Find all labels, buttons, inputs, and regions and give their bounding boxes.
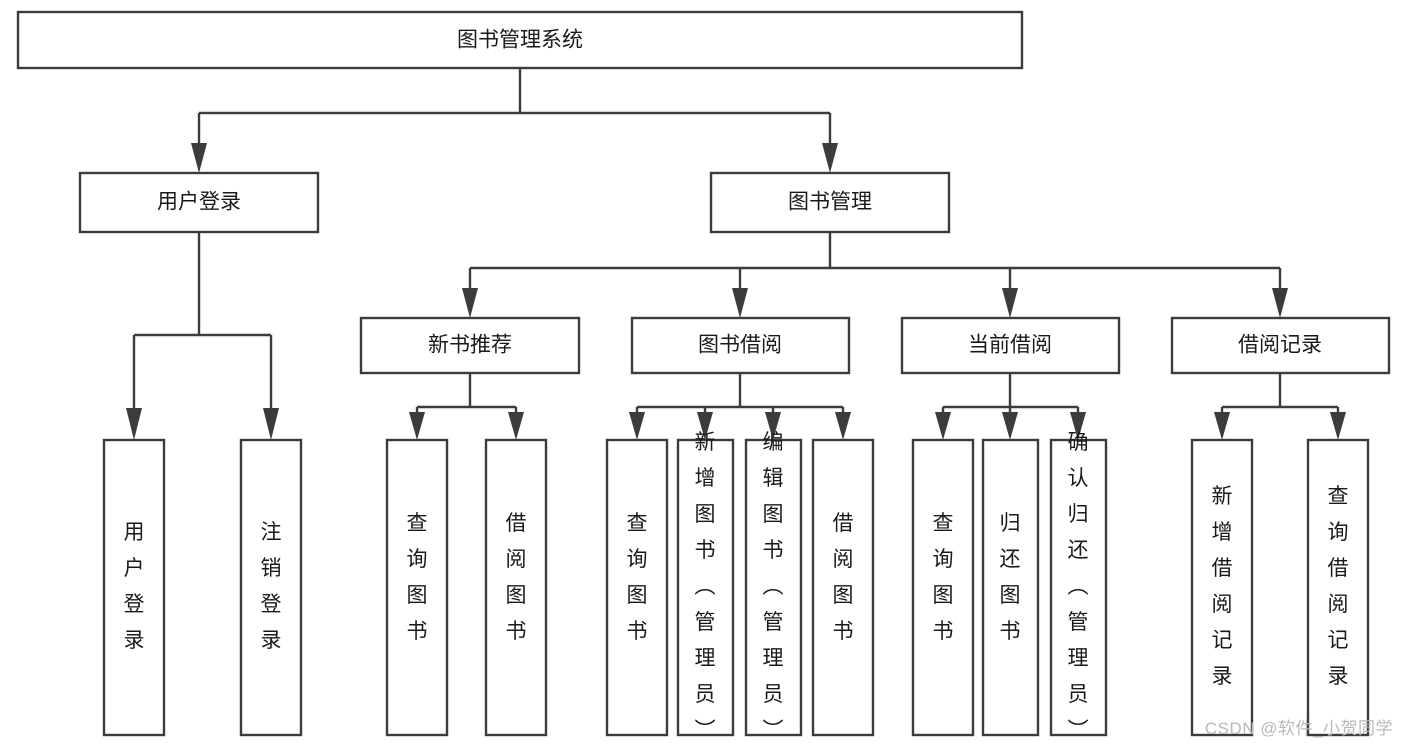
node-user-login-box[interactable] <box>78 171 320 234</box>
node-leaf-add-book[interactable]: 新增图书︵管理员︶ <box>676 431 735 742</box>
node-leaf-query-book-2-label: 查询图书 <box>627 512 648 643</box>
node-leaf-confirm-return-label: 确认归还︵管理员︶ <box>1068 431 1089 742</box>
connector-group-book-borrow <box>629 373 851 440</box>
node-leaf-return-book-label: 归还图书 <box>1000 512 1021 643</box>
node-book-management[interactable]: 图书管理 <box>709 171 951 234</box>
connector-group-user-login <box>126 232 279 440</box>
arrow-head-leaf-borrow-book-1 <box>508 412 524 440</box>
node-leaf-borrow-book-2-box[interactable] <box>811 438 875 737</box>
node-leaf-edit-book-label: 编辑图书︵管理员︶ <box>763 431 784 742</box>
arrow-head-leaf-user-login <box>126 408 142 440</box>
node-leaf-add-record-label: 新增借阅记录 <box>1212 485 1233 688</box>
arrow-head-leaf-query-book-1 <box>409 412 425 440</box>
arrow-head-leaf-edit-book <box>765 412 781 440</box>
node-leaf-confirm-return[interactable]: 确认归还︵管理员︶ <box>1049 431 1108 742</box>
node-root-box[interactable] <box>16 10 1024 70</box>
node-leaf-query-book-1-label: 查询图书 <box>407 512 428 643</box>
node-book-borrow[interactable]: 图书借阅 <box>630 316 851 375</box>
node-leaf-query-book-1-box[interactable] <box>385 438 449 737</box>
arrow-head-leaf-return-book <box>1002 412 1018 440</box>
node-root[interactable]: 图书管理系统 <box>16 10 1024 70</box>
node-leaf-borrow-book-2-label: 借阅图书 <box>833 512 854 643</box>
arrow-head-user-login <box>191 143 207 173</box>
arrow-head-new-book-recommend <box>462 288 478 318</box>
node-current-borrow[interactable]: 当前借阅 <box>900 316 1121 375</box>
arrow-head-leaf-query-book-2 <box>629 412 645 440</box>
arrow-head-book-borrow <box>732 288 748 318</box>
node-leaf-add-book-label: 新增图书︵管理员︶ <box>695 431 716 742</box>
arrow-head-leaf-logout <box>263 408 279 440</box>
node-leaf-borrow-book-2[interactable]: 借阅图书 <box>811 438 875 737</box>
node-leaf-add-record-box[interactable] <box>1190 438 1254 737</box>
node-leaf-borrow-book-1[interactable]: 借阅图书 <box>484 438 548 737</box>
node-leaf-user-login-box[interactable] <box>102 438 166 737</box>
csdn-watermark: CSDN @软件_小贺同学 <box>1204 719 1393 738</box>
arrow-head-book-management <box>822 143 838 173</box>
node-user-login-label: 用户登录 <box>157 191 241 214</box>
node-leaf-add-book-box[interactable] <box>676 438 735 737</box>
arrow-head-leaf-borrow-book-2 <box>835 412 851 440</box>
node-leaf-user-login[interactable]: 用户登录 <box>102 438 166 737</box>
node-leaf-logout-box[interactable] <box>239 438 303 737</box>
node-leaf-logout[interactable]: 注销登录 <box>239 438 303 737</box>
node-root-label: 图书管理系统 <box>457 29 583 52</box>
node-current-borrow-box[interactable] <box>900 316 1121 375</box>
node-leaf-return-book[interactable]: 归还图书 <box>981 438 1040 737</box>
node-leaf-query-book-3-label: 查询图书 <box>933 512 954 643</box>
node-book-borrow-label: 图书借阅 <box>698 334 782 357</box>
arrow-head-current-borrow <box>1002 288 1018 318</box>
node-leaf-borrow-book-1-box[interactable] <box>484 438 548 737</box>
node-leaf-query-record-box[interactable] <box>1306 438 1370 737</box>
arrow-head-leaf-query-record <box>1330 412 1346 440</box>
node-leaf-query-book-1[interactable]: 查询图书 <box>385 438 449 737</box>
arrow-head-leaf-confirm-return <box>1070 412 1086 440</box>
node-borrow-record-box[interactable] <box>1170 316 1391 375</box>
node-book-management-label: 图书管理 <box>788 191 872 214</box>
connector-group-book-management <box>462 232 1288 318</box>
arrow-head-leaf-add-book <box>697 412 713 440</box>
connector-group-new-book-recommend <box>409 373 524 440</box>
node-leaf-edit-book-box[interactable] <box>744 438 803 737</box>
connector-group-root <box>191 68 838 173</box>
node-leaf-query-book-2[interactable]: 查询图书 <box>605 438 669 737</box>
node-user-login[interactable]: 用户登录 <box>78 171 320 234</box>
node-new-book-recommend-label: 新书推荐 <box>428 334 512 357</box>
node-new-book-recommend[interactable]: 新书推荐 <box>359 316 581 375</box>
node-book-borrow-box[interactable] <box>630 316 851 375</box>
node-borrow-record[interactable]: 借阅记录 <box>1170 316 1391 375</box>
node-leaf-user-login-label: 用户登录 <box>124 521 145 652</box>
node-leaf-return-book-box[interactable] <box>981 438 1040 737</box>
node-leaf-add-record[interactable]: 新增借阅记录 <box>1190 438 1254 737</box>
node-leaf-logout-label: 注销登录 <box>261 521 282 652</box>
connector-group-current-borrow <box>935 373 1086 440</box>
node-leaf-query-record[interactable]: 查询借阅记录 <box>1306 438 1370 737</box>
node-leaf-edit-book[interactable]: 编辑图书︵管理员︶ <box>744 431 803 742</box>
node-new-book-recommend-box[interactable] <box>359 316 581 375</box>
node-leaf-query-book-3[interactable]: 查询图书 <box>911 438 975 737</box>
node-book-management-box[interactable] <box>709 171 951 234</box>
node-leaf-query-book-3-box[interactable] <box>911 438 975 737</box>
connector-group-borrow-record <box>1214 373 1346 440</box>
node-current-borrow-label: 当前借阅 <box>968 334 1052 357</box>
arrow-head-leaf-add-record <box>1214 412 1230 440</box>
node-leaf-query-book-2-box[interactable] <box>605 438 669 737</box>
node-leaf-confirm-return-box[interactable] <box>1049 438 1108 737</box>
arrow-head-leaf-query-book-3 <box>935 412 951 440</box>
arrow-head-borrow-record <box>1272 288 1288 318</box>
node-leaf-query-record-label: 查询借阅记录 <box>1328 485 1349 688</box>
node-leaf-borrow-book-1-label: 借阅图书 <box>506 512 527 643</box>
node-borrow-record-label: 借阅记录 <box>1238 334 1322 357</box>
